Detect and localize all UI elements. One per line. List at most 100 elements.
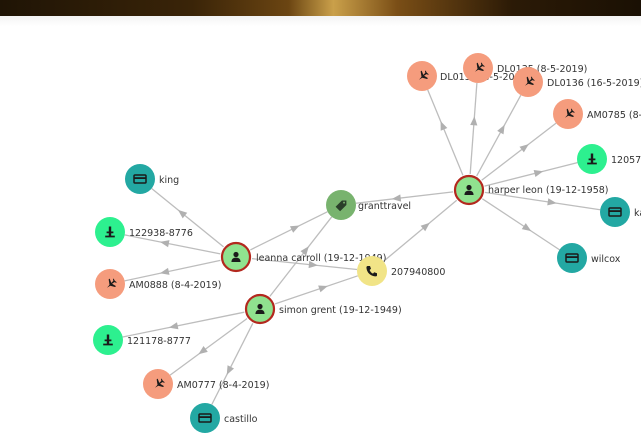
edge-harper-dl0136 bbox=[476, 94, 522, 177]
node-am0785[interactable] bbox=[553, 99, 583, 129]
edge-arrow bbox=[521, 223, 532, 232]
node-king[interactable] bbox=[125, 164, 155, 194]
edge-line bbox=[122, 311, 245, 338]
edge-arrow bbox=[318, 285, 328, 293]
phone-icon bbox=[366, 266, 377, 277]
edge-line bbox=[383, 199, 458, 262]
node-pp1211[interactable] bbox=[93, 325, 123, 355]
edge-leanna-am0888 bbox=[124, 259, 221, 282]
edge-line bbox=[269, 216, 333, 297]
phone-node-circle[interactable] bbox=[357, 256, 387, 286]
edge-harper-pp1205 bbox=[484, 162, 578, 187]
edge-arrow bbox=[470, 116, 478, 126]
edge-simon-pp1211 bbox=[122, 311, 245, 338]
edge-leanna-pp1229 bbox=[124, 234, 221, 255]
node-pp1205[interactable] bbox=[577, 144, 607, 174]
edge-arrow bbox=[391, 194, 402, 202]
edge-arrow bbox=[420, 222, 430, 232]
edge-arrow bbox=[198, 346, 208, 355]
node-harper[interactable] bbox=[453, 174, 485, 206]
edge-line bbox=[274, 275, 359, 305]
edge-phone-harper bbox=[383, 199, 458, 262]
edge-harper-dl0135 bbox=[469, 82, 478, 175]
edge-simon-am0777 bbox=[169, 317, 248, 376]
edge-arrow bbox=[519, 144, 529, 153]
airplane-icon bbox=[524, 76, 535, 86]
edge-line bbox=[355, 191, 454, 204]
edge-arrow bbox=[177, 209, 188, 219]
edge-line bbox=[481, 198, 560, 251]
card-icon bbox=[198, 413, 212, 423]
edge-simon-grant bbox=[269, 216, 333, 297]
node-label-king: king bbox=[159, 175, 179, 186]
card-icon bbox=[608, 207, 622, 217]
edge-line bbox=[169, 317, 248, 376]
node-label-am0888: AM0888 (8-4-2019) bbox=[129, 280, 221, 291]
card-icon bbox=[565, 253, 579, 263]
edge-arrow bbox=[159, 240, 170, 248]
edge-line bbox=[250, 211, 328, 251]
node-castillo[interactable] bbox=[190, 403, 220, 433]
edge-leanna-grant bbox=[250, 211, 328, 251]
edge-harper-wilcox bbox=[481, 198, 560, 251]
person-icon bbox=[464, 184, 474, 195]
node-label-simon: simon grent (19-12-1949) bbox=[279, 305, 402, 316]
person-icon bbox=[231, 251, 241, 262]
edge-harper-grant bbox=[355, 191, 454, 204]
node-am0888[interactable] bbox=[95, 269, 125, 299]
edge-line bbox=[484, 191, 601, 211]
node-label-ka: ka bbox=[634, 208, 641, 219]
node-label-harper: harper leon (19-12-1958) bbox=[488, 185, 609, 196]
edge-harper-ka bbox=[484, 191, 601, 211]
passport-icon bbox=[103, 334, 113, 346]
edge-simon-castillo bbox=[211, 322, 254, 405]
node-grant[interactable] bbox=[326, 190, 356, 220]
edge-line bbox=[151, 187, 224, 248]
node-label-dl0135: DL0135 (8-5-2019) bbox=[497, 64, 587, 75]
edge-line bbox=[481, 122, 557, 181]
edge-arrow bbox=[533, 169, 544, 177]
edge-line bbox=[211, 322, 254, 405]
edge-line bbox=[484, 162, 578, 187]
edge-arrow bbox=[300, 246, 309, 256]
airplane-icon bbox=[474, 62, 485, 72]
node-dl0135[interactable] bbox=[463, 53, 493, 83]
person-icon bbox=[255, 303, 265, 314]
card-icon bbox=[133, 174, 147, 184]
node-dl0137[interactable] bbox=[407, 61, 437, 91]
edge-arrow bbox=[289, 225, 300, 233]
node-ka[interactable] bbox=[600, 197, 630, 227]
edge-arrow bbox=[168, 322, 179, 330]
node-label-leanna: leanna carroll (19-12-1949) bbox=[256, 253, 386, 264]
edge-line bbox=[427, 89, 464, 176]
node-label-phone: 207940800 bbox=[391, 267, 445, 278]
node-pp1229[interactable] bbox=[95, 217, 125, 247]
edge-leanna-king bbox=[151, 187, 224, 248]
passport-icon bbox=[587, 153, 597, 165]
node-label-pp1205: 12057 bbox=[611, 155, 641, 166]
edge-line bbox=[124, 259, 221, 282]
edge-arrow bbox=[226, 365, 235, 375]
airplane-icon bbox=[418, 70, 429, 80]
node-simon[interactable] bbox=[244, 293, 276, 325]
node-leanna[interactable] bbox=[220, 241, 252, 273]
node-label-pp1229: 122938-8776 bbox=[129, 228, 193, 239]
edge-arrow bbox=[547, 198, 557, 206]
node-phone[interactable] bbox=[357, 256, 387, 286]
edge-line bbox=[124, 234, 221, 255]
node-am0777[interactable] bbox=[143, 369, 173, 399]
edge-harper-dl0137 bbox=[427, 89, 464, 176]
node-wilcox[interactable] bbox=[557, 243, 587, 273]
node-label-castillo: castillo bbox=[224, 414, 258, 425]
edge-harper-am0785 bbox=[481, 122, 557, 181]
passport-icon bbox=[105, 226, 115, 238]
node-dl0136[interactable] bbox=[513, 67, 543, 97]
airplane-icon bbox=[564, 108, 575, 118]
node-label-dl0136: DL0136 (16-5-2019) bbox=[547, 78, 641, 89]
node-label-pp1211: 121178-8777 bbox=[127, 336, 191, 347]
top-image-strip bbox=[0, 0, 641, 16]
top-image-strip-fade bbox=[0, 16, 641, 26]
airplane-icon bbox=[106, 278, 117, 288]
edge-simon-phone bbox=[274, 275, 359, 305]
